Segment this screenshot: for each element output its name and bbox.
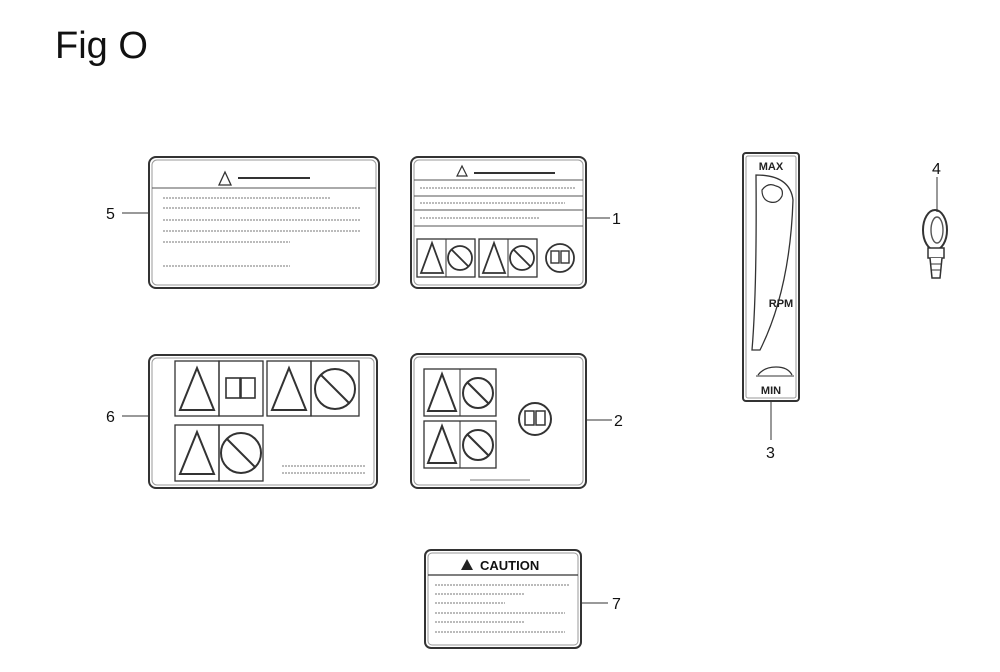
warning-triangle-icon — [270, 365, 308, 411]
throttle-max-text: MAX — [759, 161, 784, 173]
warning-triangle-icon — [419, 240, 445, 274]
turtle-icon — [757, 366, 793, 376]
manual-book-icon — [518, 402, 552, 436]
throttle-rpm-text: RPM — [769, 298, 793, 310]
prohibited-icon — [509, 245, 535, 271]
callout-4: 4 — [932, 161, 941, 178]
manual-book-icon — [545, 243, 575, 273]
throttle-min-text: MIN — [761, 385, 781, 397]
warning-triangle-icon — [456, 164, 468, 177]
part-7-caution-label[interactable]: CAUTION — [424, 549, 582, 649]
part-6-warning-label[interactable] — [148, 354, 378, 489]
rabbit-icon — [761, 184, 783, 203]
callout-1: 1 — [612, 211, 621, 228]
warning-triangle-icon — [481, 240, 507, 274]
callout-numbers: 1 2 3 4 5 6 7 — [106, 161, 941, 613]
prohibited-icon — [462, 429, 494, 461]
part-1-warning-label[interactable] — [410, 156, 587, 289]
part-5-warning-label[interactable] — [148, 156, 380, 289]
callout-5: 5 — [106, 206, 115, 223]
callout-7: 7 — [612, 596, 621, 613]
callout-2: 2 — [614, 413, 623, 430]
part-3-throttle-label[interactable]: MAX RPM MIN — [742, 152, 800, 402]
callout-6: 6 — [106, 409, 115, 426]
part-4-band-clip[interactable] — [922, 209, 948, 279]
callout-3: 3 — [766, 445, 775, 462]
warning-triangle-icon — [178, 429, 216, 475]
part-2-warning-label[interactable] — [410, 353, 587, 489]
prohibited-icon — [314, 368, 356, 410]
warning-triangle-icon — [426, 371, 458, 412]
prohibited-icon — [447, 245, 473, 271]
prohibited-icon — [462, 377, 494, 409]
warning-triangle-icon — [461, 559, 473, 570]
caution-text: CAUTION — [480, 558, 539, 573]
warning-triangle-icon — [178, 365, 216, 411]
manual-book-icon — [225, 377, 241, 399]
warning-triangle-icon — [426, 423, 458, 464]
figure-title: Fig O — [55, 25, 148, 67]
warning-triangle-icon — [217, 170, 233, 186]
prohibited-icon — [220, 432, 262, 474]
leader-lines — [122, 177, 938, 604]
